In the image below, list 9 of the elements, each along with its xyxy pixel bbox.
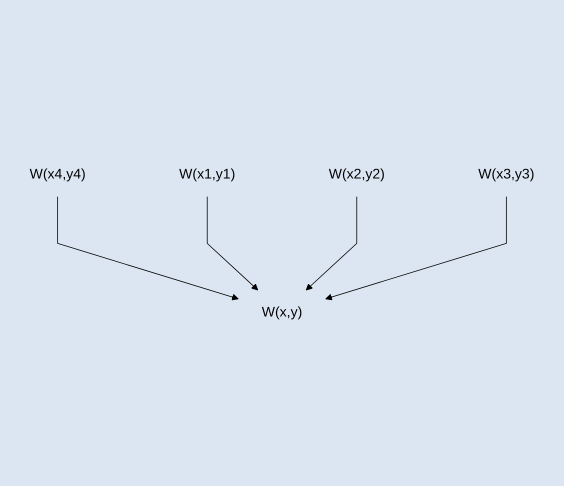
arrow: [306, 196, 358, 290]
node-text: W(x,y): [262, 304, 302, 320]
node-text: W(x1,y1): [179, 166, 236, 182]
arrow: [57, 196, 239, 300]
node-text: W(x2,y2): [328, 166, 385, 182]
node-text: W(x3,y3): [478, 166, 534, 182]
arrow: [325, 196, 507, 300]
arrow: [206, 196, 258, 290]
node-text: W(x4,y4): [30, 166, 86, 182]
